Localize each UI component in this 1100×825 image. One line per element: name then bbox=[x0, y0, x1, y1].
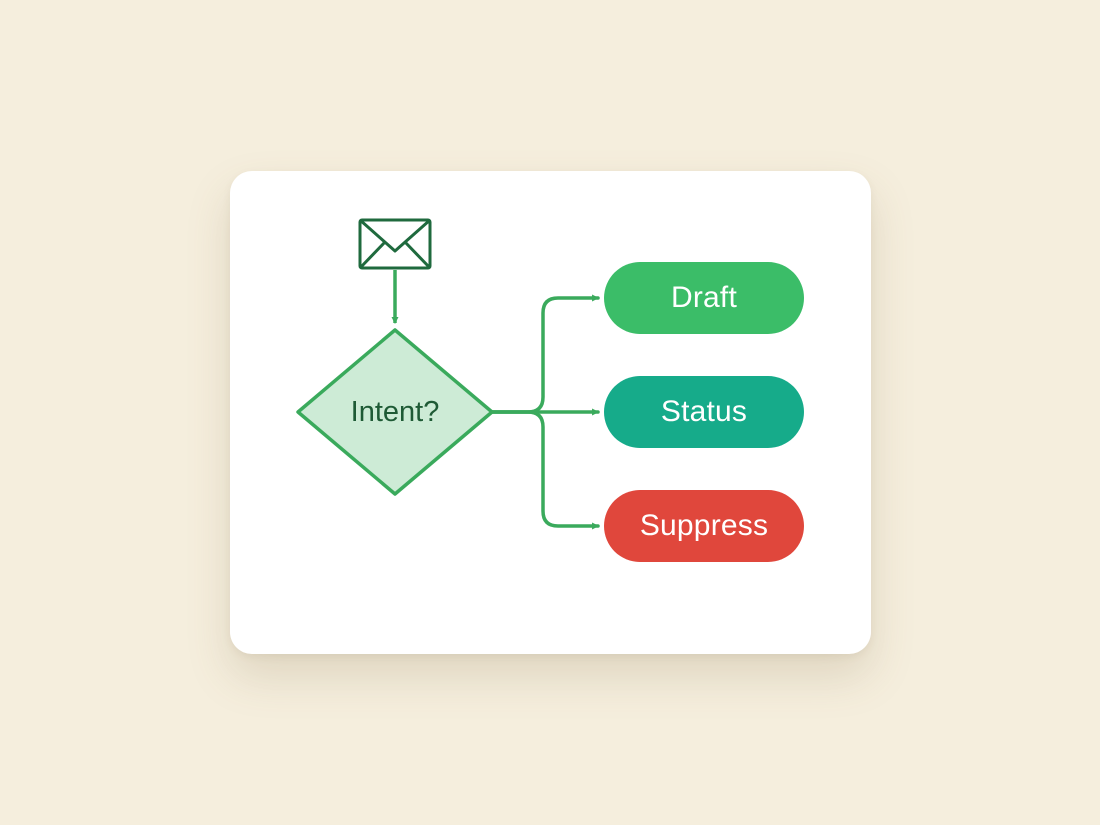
connector-to-suppress bbox=[490, 410, 600, 530]
decision-label: Intent? bbox=[350, 395, 440, 428]
envelope-icon bbox=[358, 218, 432, 270]
outcome-draft: Draft bbox=[604, 262, 804, 334]
outcome-status: Status bbox=[604, 376, 804, 448]
branch-connectors bbox=[490, 294, 600, 530]
connector-to-draft bbox=[490, 294, 600, 414]
outcome-suppress: Suppress bbox=[604, 490, 804, 562]
decision-diamond bbox=[296, 328, 494, 496]
